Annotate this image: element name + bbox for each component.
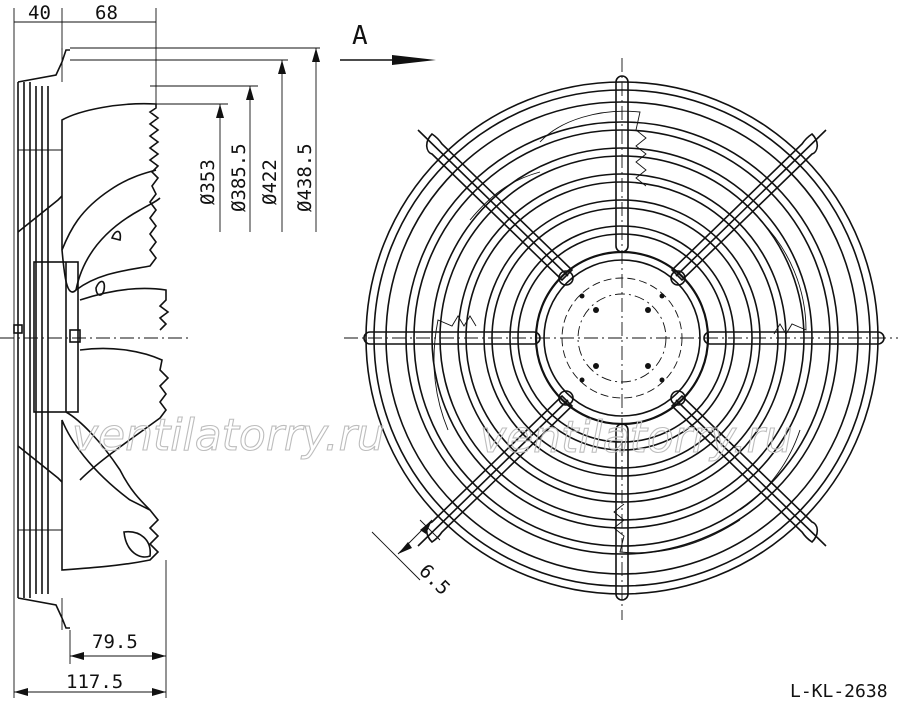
view-arrow: A: [340, 21, 436, 65]
dim-d422: Ø422: [259, 159, 281, 205]
watermark-repeat: ventilatorry.ru: [480, 412, 793, 463]
hub-bolt: [659, 377, 665, 383]
dim-79-5: 79.5: [92, 631, 138, 653]
hub-bolt: [645, 307, 651, 313]
side-view: 40 68: [0, 2, 320, 698]
hub-bolt: [645, 363, 651, 369]
blades: [61, 102, 170, 571]
dim-68: 68: [95, 2, 118, 24]
diameter-leaders: Ø353 Ø385.5 Ø422 Ø438.5: [70, 47, 320, 232]
dim-d438-5: Ø438.5: [294, 143, 316, 212]
dim-117-5: 117.5: [66, 671, 123, 693]
hub-bolt: [659, 293, 665, 299]
dim-d353: Ø353: [197, 159, 219, 205]
watermark: ventilatorry.ru: [72, 410, 385, 461]
motor: [33, 261, 81, 413]
drawing-code: L-KL-2638: [790, 681, 888, 701]
hub-bolt: [593, 363, 599, 369]
top-dimension: 40 68: [13, 2, 157, 105]
hub-bolt: [579, 377, 585, 383]
dim-40: 40: [28, 2, 51, 24]
bottom-dimensions: 79.5 117.5: [13, 560, 167, 698]
view-arrow-label: A: [352, 21, 368, 51]
front-view: 6.5: [344, 58, 898, 620]
dim-6-5: 6.5: [414, 560, 454, 600]
hub-bolt: [593, 307, 599, 313]
dim-d385-5: Ø385.5: [228, 143, 250, 212]
guard-struts: [363, 75, 885, 601]
guard-frame: [13, 48, 70, 630]
hub-bolt: [579, 293, 585, 299]
